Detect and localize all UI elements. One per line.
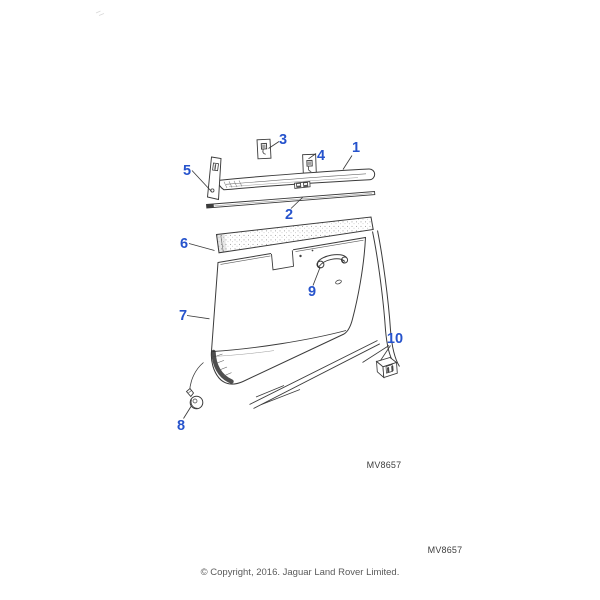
callout-3[interactable]: 3	[279, 132, 287, 148]
part-finisher-rail-1	[216, 168, 376, 191]
leader-lines	[183, 141, 391, 419]
leader-3	[268, 141, 280, 149]
part-capping-6	[215, 216, 374, 254]
door-sill-lines	[249, 340, 381, 409]
leader-7	[186, 315, 210, 320]
part-fastener-8	[185, 362, 204, 410]
callout-9[interactable]: 9	[308, 284, 316, 300]
stray-mark	[95, 10, 105, 16]
part-edge-clip-10	[375, 357, 398, 379]
leader-2	[290, 197, 303, 209]
callout-8[interactable]: 8	[177, 418, 185, 434]
leader-10a	[380, 345, 391, 361]
callout-6[interactable]: 6	[180, 236, 188, 252]
leader-6	[188, 243, 215, 251]
part-bracket-5	[206, 156, 222, 201]
leader-9	[312, 267, 321, 286]
door-frame-edge	[372, 230, 400, 367]
drawing-code-bottom: MV8657	[428, 545, 463, 555]
copyright-footer: © Copyright, 2016. Jaguar Land Rover Lim…	[200, 567, 400, 578]
part-door-casing-7	[210, 236, 367, 385]
leader-5	[191, 170, 212, 192]
part-strip-2	[206, 191, 376, 209]
leader-8	[183, 406, 192, 419]
rail-under-bracket	[294, 181, 311, 189]
drawing-code-top: MV8657	[367, 460, 402, 470]
part-pull-handle-9	[316, 254, 349, 269]
leader-1	[342, 155, 353, 170]
callout-7[interactable]: 7	[179, 308, 187, 324]
leader-10b	[362, 345, 390, 363]
part-clip-3	[256, 138, 272, 160]
callout-2[interactable]: 2	[285, 207, 293, 223]
callout-1[interactable]: 1	[352, 140, 360, 156]
callout-5[interactable]: 5	[183, 163, 191, 179]
callout-10[interactable]: 10	[387, 331, 403, 347]
callout-4[interactable]: 4	[317, 148, 325, 164]
leader-4	[308, 153, 317, 160]
